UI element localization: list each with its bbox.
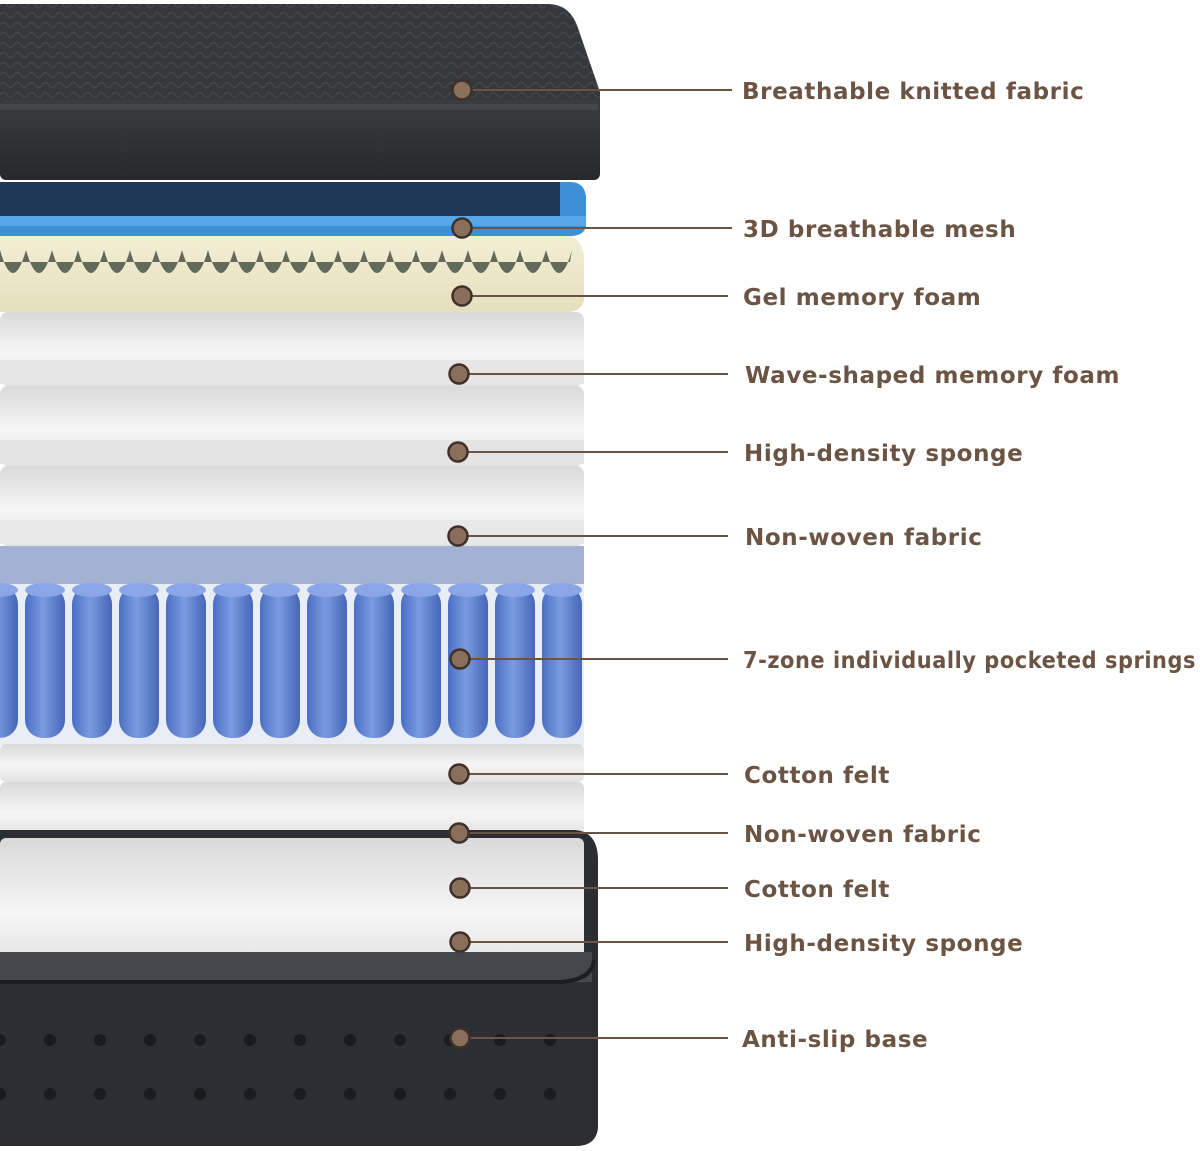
base-dot bbox=[344, 1034, 356, 1046]
base-dot bbox=[544, 1034, 556, 1046]
dot-marker-icon bbox=[449, 931, 471, 953]
spring-coil bbox=[401, 586, 441, 738]
base-dot bbox=[194, 1034, 206, 1046]
base-dot bbox=[44, 1034, 56, 1046]
spring-cap bbox=[448, 583, 488, 597]
layer-label: Gel memory foam bbox=[743, 285, 981, 311]
base-dot bbox=[0, 1034, 6, 1046]
base-dot bbox=[394, 1034, 406, 1046]
base-dot bbox=[394, 1088, 406, 1100]
base-dot bbox=[94, 1034, 106, 1046]
spring-cap bbox=[542, 583, 582, 597]
spring-cap bbox=[0, 583, 18, 597]
spring-coil bbox=[213, 586, 253, 738]
base-dot bbox=[94, 1088, 106, 1100]
spring-cap bbox=[260, 583, 300, 597]
spring-coil bbox=[307, 586, 347, 738]
layer-label: High-density sponge bbox=[744, 931, 1023, 957]
base-dot bbox=[494, 1088, 506, 1100]
base-dot bbox=[294, 1034, 306, 1046]
spring-coil bbox=[119, 586, 159, 738]
spring-cap bbox=[119, 583, 159, 597]
dot-marker-icon bbox=[447, 525, 469, 547]
spring-coil bbox=[495, 586, 535, 738]
layer-label: Cotton felt bbox=[744, 877, 890, 903]
base-dot bbox=[194, 1088, 206, 1100]
layer-callouts: Breathable knitted fabric 3D breathable m… bbox=[447, 79, 1196, 1053]
layer-label: Cotton felt bbox=[744, 763, 890, 789]
dot-marker-icon bbox=[451, 217, 473, 239]
base-dot bbox=[144, 1034, 156, 1046]
base-dot bbox=[44, 1088, 56, 1100]
spring-cap bbox=[25, 583, 65, 597]
dot-marker-icon bbox=[449, 877, 471, 899]
base-dot bbox=[544, 1088, 556, 1100]
spring-cap bbox=[72, 583, 112, 597]
layer-label: 3D breathable mesh bbox=[743, 217, 1016, 243]
dot-marker-icon bbox=[451, 79, 473, 101]
base-dot bbox=[294, 1088, 306, 1100]
pocketed-springs bbox=[0, 546, 584, 746]
spring-coil bbox=[25, 586, 65, 738]
spring-cap bbox=[495, 583, 535, 597]
layer-label: Anti-slip base bbox=[742, 1027, 928, 1053]
base-layer bbox=[0, 830, 598, 1146]
dot-marker-icon bbox=[448, 822, 470, 844]
spring-cap bbox=[166, 583, 206, 597]
mesh-layer bbox=[0, 182, 586, 236]
top-cover bbox=[0, 4, 600, 180]
spring-coil bbox=[72, 586, 112, 738]
spring-coil bbox=[260, 586, 300, 738]
base-dot bbox=[0, 1088, 6, 1100]
layer-label: High-density sponge bbox=[744, 441, 1023, 467]
base-dot-pattern bbox=[0, 1034, 556, 1100]
base-dot bbox=[244, 1088, 256, 1100]
dot-marker-icon bbox=[449, 1027, 471, 1049]
layer-label: Breathable knitted fabric bbox=[742, 79, 1084, 105]
spring-cap bbox=[354, 583, 394, 597]
base-dot bbox=[444, 1088, 456, 1100]
dot-marker-icon bbox=[448, 363, 470, 385]
base-dot bbox=[144, 1088, 156, 1100]
dot-marker-icon bbox=[447, 441, 469, 463]
base-dot bbox=[344, 1088, 356, 1100]
dot-marker-icon bbox=[448, 763, 470, 785]
spring-coil bbox=[166, 586, 206, 738]
spring-coil bbox=[0, 586, 18, 738]
dot-marker-icon bbox=[449, 648, 471, 670]
layer-label: Wave-shaped memory foam bbox=[745, 363, 1120, 389]
layer-label: Non-woven fabric bbox=[745, 525, 982, 551]
spring-cap bbox=[307, 583, 347, 597]
gel-foam-layer bbox=[0, 236, 584, 312]
layer-label: 7-zone individually pocketed springs bbox=[743, 648, 1196, 674]
spring-coil bbox=[354, 586, 394, 738]
dot-marker-icon bbox=[451, 285, 473, 307]
spring-cap bbox=[213, 583, 253, 597]
spring-cap bbox=[401, 583, 441, 597]
spring-coil bbox=[542, 586, 582, 738]
layer-label: Non-woven fabric bbox=[744, 822, 981, 848]
base-dot bbox=[244, 1034, 256, 1046]
white-layers bbox=[0, 312, 584, 546]
wave-pattern bbox=[0, 250, 572, 273]
base-dot bbox=[494, 1034, 506, 1046]
